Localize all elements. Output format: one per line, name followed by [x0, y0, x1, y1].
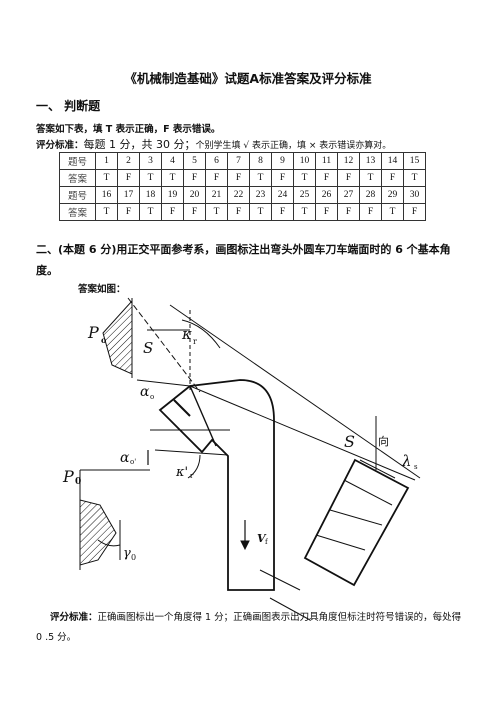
document-title: 《机械制造基础》试题A标准答案及评分标准: [124, 71, 372, 86]
kappa-r-arc: [181, 319, 221, 349]
label-p-0-bottom-sub: 0: [75, 477, 81, 487]
label-kappa-r-prime-sub: r: [190, 472, 194, 480]
label-alpha-o-prime: α: [120, 450, 130, 466]
label-gamma-0-sub: 0: [131, 553, 136, 562]
orthogonal-plane-line-top: [127, 297, 201, 393]
label-p-0-bottom: P: [62, 467, 74, 486]
section1-instruction: 答案如下表，填 T 表示正确，F 表示错误。: [36, 124, 221, 135]
lambda-ref: [359, 459, 396, 479]
label-alpha-o: α: [140, 384, 150, 400]
shank-break-2: [269, 597, 311, 621]
s-view-line-2: [329, 509, 383, 526]
bottom-section-hatch: [79, 499, 117, 566]
section1-scoring: 评分标准：每题 1 分，共 30 分；个别学生填 √ 表示正确，填 × 表示错误…: [36, 136, 391, 152]
label-lambda-s: λ: [401, 452, 412, 470]
table-cell: T: [249, 203, 272, 221]
label-kappa-r: κ: [181, 325, 192, 343]
label-gamma-0: γ: [123, 546, 131, 561]
label-v-f-sub: f: [265, 538, 269, 546]
section2-scoring-label: 评分标准：: [50, 612, 98, 623]
label-s-view-suffix: 向: [378, 434, 389, 448]
section2-heading: 二、(本题 6 分)用正交平面参考系，画图标注出弯头外圆车刀车端面时的 6 个基…: [36, 239, 464, 281]
label-kappa-r-sub: r: [193, 337, 197, 346]
s-view-line-1: [343, 479, 393, 506]
long-ref-line-1: [189, 385, 416, 481]
section2-scoring: 评分标准：正确画图标出一个角度得 1 分；正确画图表示出刀具角度但标注时符号错误…: [36, 608, 466, 648]
tool-body: [158, 379, 275, 591]
kappa-r-prime-arc: [187, 454, 201, 479]
top-section-hatch: [102, 299, 133, 375]
label-alpha-o-prime-sub: o': [130, 458, 136, 466]
tool-flank-edge: [189, 385, 217, 447]
section2-prefix: 二、(本题 6 分): [36, 243, 117, 256]
label-p-o-top-sub: o: [101, 335, 107, 345]
section2-body: 用正交平面参考系，画图标注出弯头外圆车刀车端面时的 6 个基本角度。: [36, 243, 451, 277]
tool-tip-mark: [173, 399, 191, 417]
label-kappa-r-prime: κ': [175, 465, 188, 480]
gamma-arc: [97, 539, 121, 547]
section2-scoring-text: 正确画图标出一个角度得 1 分；正确画图表示出刀具角度但标注时符号错误的，每处得…: [36, 612, 462, 643]
scoring-main: 每题 1 分，共 30 分；: [83, 138, 196, 151]
long-ref-line-2: [169, 304, 421, 479]
cutting-edge-ref: [136, 379, 191, 387]
label-s-view: S: [344, 432, 355, 451]
s-view-line-3: [315, 534, 366, 551]
label-p-o-top: P: [87, 323, 99, 342]
table-cell: 30: [403, 186, 426, 204]
shank-break-1: [259, 569, 301, 591]
answer-figure-label: 答案如图：: [78, 284, 126, 295]
label-s-left: S: [143, 339, 153, 357]
scoring-label: 评分标准：: [36, 140, 84, 151]
scoring-note: 个别学生填 √ 表示正确，填 × 表示错误亦算对。: [195, 141, 392, 151]
label-alpha-o-sub: o: [150, 393, 154, 401]
vf-arrow-head: [240, 540, 250, 551]
label-v-f: V: [257, 532, 267, 545]
section1-heading: 一、 判断题: [36, 99, 101, 113]
lower-ref-line: [154, 449, 229, 456]
table-cell: F: [403, 203, 426, 221]
label-lambda-s-sub: s: [414, 463, 418, 471]
s-view-section: [303, 458, 410, 587]
